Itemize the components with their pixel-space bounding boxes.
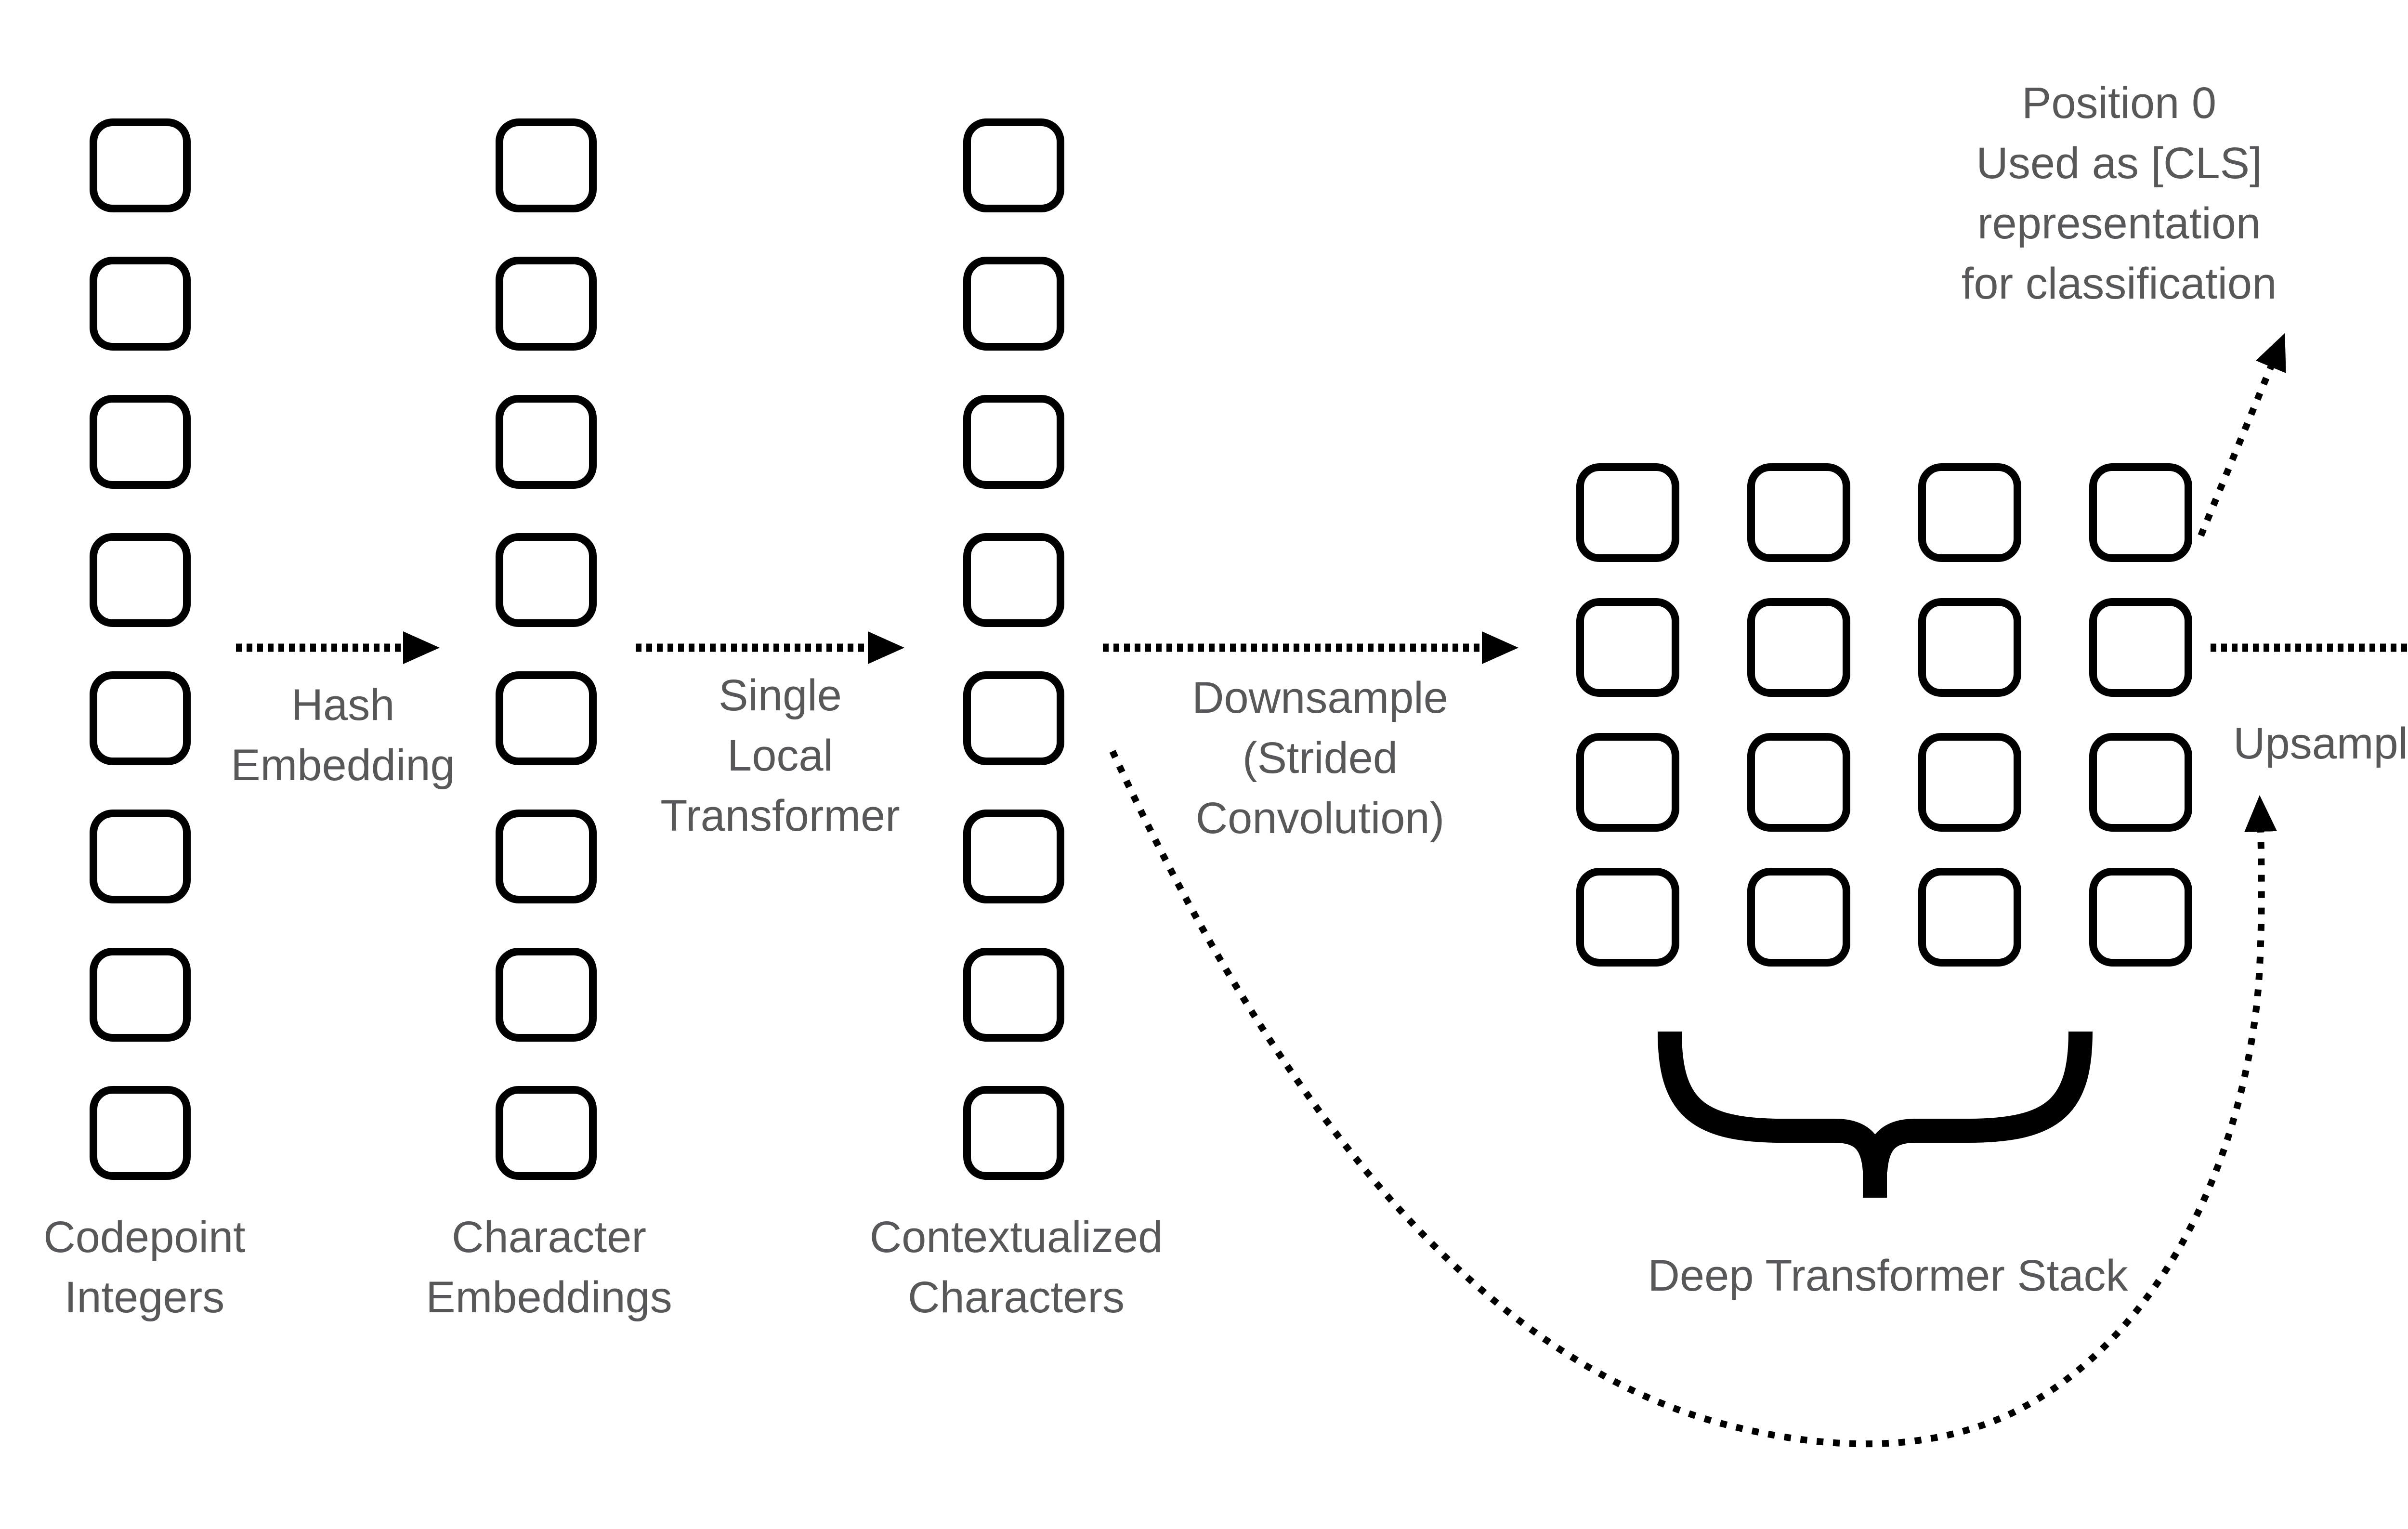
token-box (1747, 868, 1850, 967)
token-box (963, 948, 1064, 1042)
token-box (1747, 463, 1850, 562)
token-box (963, 533, 1064, 627)
token-box (496, 810, 597, 903)
token-box (963, 671, 1064, 765)
token-box (963, 395, 1064, 489)
token-box (496, 948, 597, 1042)
token-box (2089, 868, 2192, 967)
token-box (1918, 733, 2021, 832)
token-box (1576, 598, 1679, 697)
upsampling-label: Upsampling (2233, 719, 2408, 768)
hash-embedding-label: Hash Embedding (231, 680, 455, 790)
single-local-transformer-label: Single Local Transformer (660, 671, 900, 840)
token-box (90, 810, 191, 903)
token-box (1576, 733, 1679, 832)
token-box (496, 257, 597, 351)
token-box (963, 257, 1064, 351)
token-box (1918, 463, 2021, 562)
token-box (90, 118, 191, 212)
brace-right-arm (1863, 1031, 2093, 1173)
cls-position-arrow (2198, 333, 2286, 537)
token-box (963, 1086, 1064, 1180)
token-box (90, 1086, 191, 1180)
character-embeddings-label: Character Embeddings (426, 1213, 672, 1322)
token-box (90, 257, 191, 351)
token-box (1747, 598, 1850, 697)
token-box (1576, 868, 1679, 967)
token-box (2089, 463, 2192, 562)
token-box (963, 810, 1064, 903)
column-contextualized-characters (963, 118, 1064, 1180)
token-box (1918, 598, 2021, 697)
token-box (1918, 868, 2021, 967)
token-box (496, 395, 597, 489)
token-box (90, 533, 191, 627)
token-box (90, 948, 191, 1042)
token-box (2089, 733, 2192, 832)
token-box (963, 118, 1064, 212)
column-codepoint-integers (90, 118, 191, 1180)
token-box (2089, 598, 2192, 697)
brace-icon (1658, 1031, 2093, 1198)
token-box (90, 395, 191, 489)
brace-left-arm (1658, 1031, 1887, 1173)
deep-transformer-grid (1576, 463, 2192, 967)
token-box (1576, 463, 1679, 562)
deep-transformer-stack-label: Deep Transformer Stack (1648, 1251, 2128, 1300)
cls-position-note: Position 0 Used as [CLS] representation … (1961, 78, 2277, 308)
column-character-embeddings (496, 118, 597, 1180)
token-box (90, 671, 191, 765)
token-box (496, 1086, 597, 1180)
codepoint-integers-label: Codepoint Integers (43, 1213, 246, 1322)
token-box (496, 533, 597, 627)
contextualized-characters-label: Contextualized Characters (869, 1213, 1163, 1322)
token-box (1747, 733, 1850, 832)
downsample-label: Downsample (Strided Convolution) (1192, 673, 1448, 843)
token-box (496, 671, 597, 765)
token-box (496, 118, 597, 212)
